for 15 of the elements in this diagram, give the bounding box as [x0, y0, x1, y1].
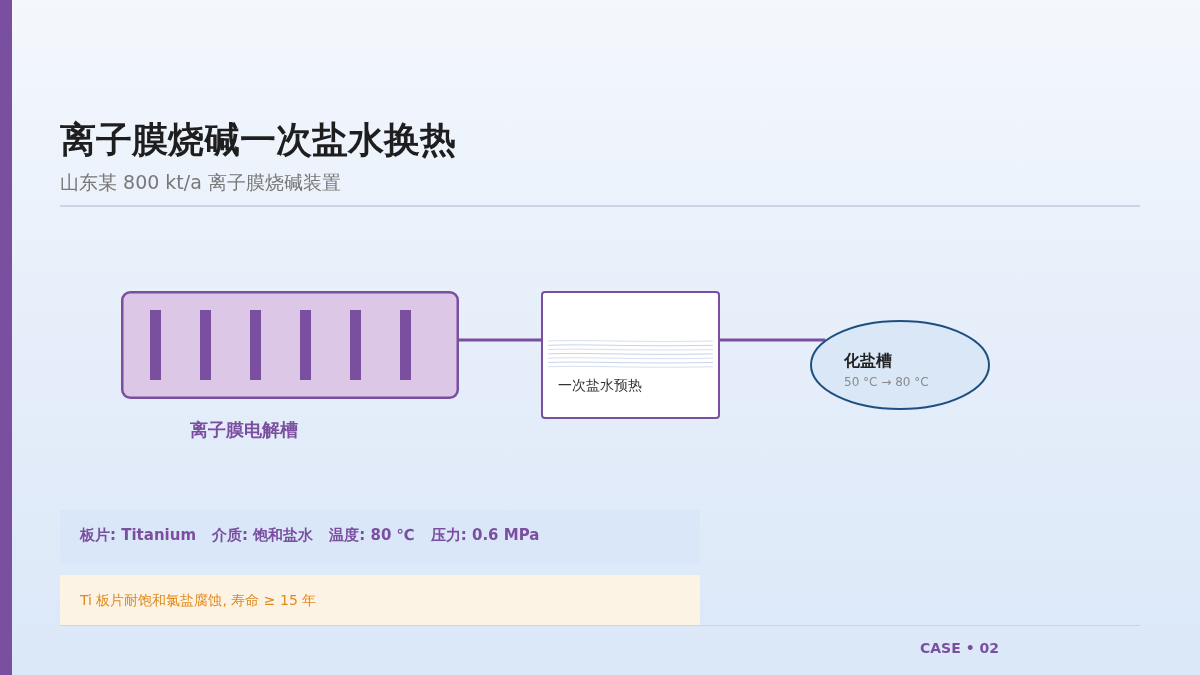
heat-exchanger-box: [541, 291, 720, 419]
spec-text: 温度: 80 ℃: [329, 525, 415, 546]
page-title: 离子膜烧碱一次盐水换热: [60, 118, 456, 162]
node-label: 一次盐水预热: [558, 376, 642, 395]
spec-text: 介质: 饱和盐水: [212, 525, 314, 546]
connector-line: [459, 338, 541, 342]
node-title: 化盐槽: [844, 350, 892, 372]
connector-line: [720, 338, 826, 342]
equipment-label: 离子膜电解槽: [190, 418, 298, 442]
temperature-range: 50 °C → 80 °C: [844, 374, 929, 390]
page-number: CASE • 02: [920, 639, 999, 658]
subtitle: 山东某 800 kt/a 离子膜烧碱装置: [60, 170, 341, 195]
spec-text: 板片: Titanium: [80, 525, 196, 546]
note-text: Ti 板片耐饱和氯盐腐蚀, 寿命 ≥ 15 年: [80, 591, 317, 610]
spec-text: 压力: 0.6 MPa: [430, 525, 540, 546]
